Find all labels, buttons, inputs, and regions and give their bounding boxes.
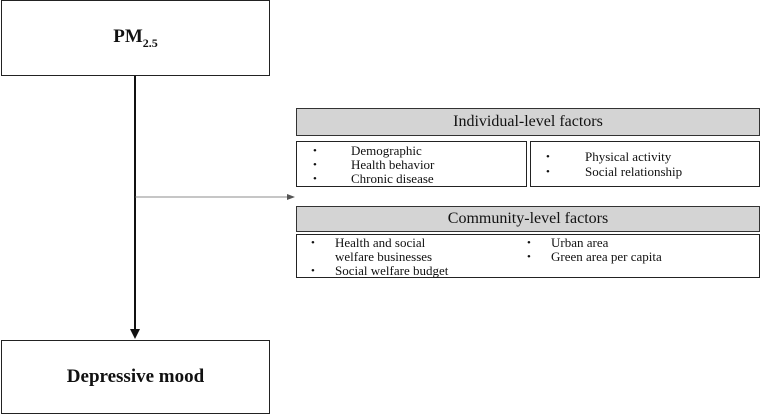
factor-label: Social relationship xyxy=(585,164,683,179)
factor-label-line: welfare businesses xyxy=(335,249,433,264)
factor-label-line: Health and social xyxy=(335,235,426,250)
factor-label: Demographic xyxy=(351,143,422,158)
outcome-box: Depressive mood xyxy=(1,340,270,414)
bullet-icon: • xyxy=(313,145,317,157)
exposure-box: PM2.5 xyxy=(1,0,270,76)
individual-factors-right-box: • Physical activity • Social relationshi… xyxy=(530,141,760,187)
bullet-icon: • xyxy=(311,237,315,249)
bullet-icon: • xyxy=(311,265,315,277)
exposure-subscript: 2.5 xyxy=(142,36,158,51)
community-factors-box: • Health and social welfare businesses •… xyxy=(296,234,760,278)
bullet-icon: • xyxy=(546,166,550,178)
factor-label: Physical activity xyxy=(585,149,672,164)
individual-factors-left-box: • Demographic • Health behavior • Chroni… xyxy=(296,141,527,187)
bullet-icon: • xyxy=(313,159,317,171)
community-factors-header: Community-level factors xyxy=(296,206,760,232)
bullet-icon: • xyxy=(546,151,550,163)
factor-label: Urban area xyxy=(551,235,609,250)
bullet-icon: • xyxy=(313,173,317,185)
community-factors-title: Community-level factors xyxy=(447,210,609,227)
bullet-icon: • xyxy=(527,237,531,249)
outcome-label: Depressive mood xyxy=(66,366,205,387)
exposure-label: PM2.5 xyxy=(113,25,158,51)
individual-factors-header: Individual-level factors xyxy=(296,108,760,136)
factor-label: Chronic disease xyxy=(351,171,434,186)
factor-label: Social welfare budget xyxy=(335,263,449,278)
factor-label: Health and social welfare businesses xyxy=(335,236,432,264)
factor-label: Health behavior xyxy=(351,157,435,172)
factor-label: Green area per capita xyxy=(551,249,662,264)
bullet-icon: • xyxy=(527,251,531,263)
individual-factors-title: Individual-level factors xyxy=(453,113,603,130)
